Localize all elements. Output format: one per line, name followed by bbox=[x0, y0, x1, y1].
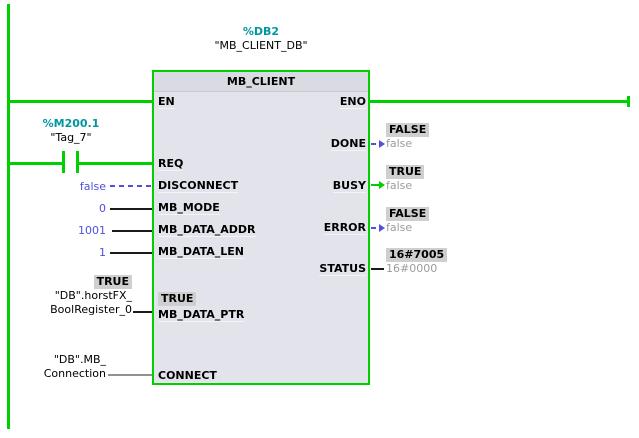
left-power-rail bbox=[7, 4, 10, 429]
wire-connect bbox=[108, 374, 152, 376]
pin-mb-data-len[interactable]: MB_DATA_LEN bbox=[158, 245, 245, 259]
call-header: %DB2 "MB_CLIENT_DB" bbox=[152, 25, 370, 53]
connect-operand: "DB".MB_ Connection bbox=[10, 353, 106, 381]
contact-left-bar[interactable] bbox=[62, 151, 65, 173]
busy-monitor-state: false bbox=[386, 179, 413, 192]
status-monitor-state: 16#0000 bbox=[386, 262, 438, 275]
pin-connect[interactable]: CONNECT bbox=[158, 369, 217, 383]
mb-data-len-value[interactable]: 1 bbox=[99, 246, 106, 259]
busy-monitor: TRUE false bbox=[386, 165, 425, 192]
wire-mb-data-addr bbox=[112, 230, 152, 232]
pin-busy[interactable]: BUSY bbox=[332, 179, 366, 193]
wire-status bbox=[371, 268, 384, 270]
wire-mb-data-len bbox=[110, 252, 152, 254]
contact-address[interactable]: %M200.1 bbox=[42, 117, 100, 130]
wire-error bbox=[371, 227, 381, 229]
db-address[interactable]: %DB2 bbox=[242, 25, 280, 38]
contact-tag[interactable]: "Tag_7" bbox=[50, 131, 92, 144]
contact-right-bar[interactable] bbox=[76, 151, 79, 173]
wire-en bbox=[8, 100, 152, 103]
pin-mb-mode[interactable]: MB_MODE bbox=[158, 201, 220, 215]
wire-busy bbox=[371, 184, 381, 186]
wire-mb-data-ptr bbox=[133, 311, 152, 313]
status-monitor: 16#7005 16#0000 bbox=[386, 248, 448, 275]
disconnect-value[interactable]: false bbox=[79, 180, 106, 193]
block-title[interactable]: MB_CLIENT bbox=[154, 72, 368, 92]
pin-mb-data-ptr[interactable]: MB_DATA_PTR bbox=[158, 308, 245, 322]
mb-client-block[interactable]: MB_CLIENT bbox=[152, 70, 370, 385]
connect-operand-line2[interactable]: Connection bbox=[43, 367, 106, 380]
done-monitor-state: false bbox=[386, 137, 413, 150]
status-monitor-value: 16#7005 bbox=[386, 248, 448, 262]
pin-status[interactable]: STATUS bbox=[319, 262, 366, 276]
wire-eno bbox=[370, 100, 628, 103]
pin-req[interactable]: REQ bbox=[158, 157, 184, 171]
wire-done bbox=[371, 143, 381, 145]
mb-mode-value[interactable]: 0 bbox=[99, 202, 106, 215]
mb-data-addr-value[interactable]: 1001 bbox=[78, 224, 106, 237]
mb-data-ptr-operand-line2[interactable]: BoolRegister_0 bbox=[50, 303, 132, 316]
pin-eno[interactable]: ENO bbox=[339, 95, 366, 109]
done-monitor: FALSE false bbox=[386, 123, 430, 150]
wire-req-left bbox=[8, 162, 63, 165]
mb-data-ptr-operand-line1[interactable]: "DB".horstFX_ bbox=[54, 289, 132, 302]
error-monitor: FALSE false bbox=[386, 207, 430, 234]
mb-data-ptr-operand: TRUE "DB".horstFX_ BoolRegister_0 bbox=[10, 275, 132, 317]
wire-mb-mode bbox=[110, 208, 152, 210]
wire-done-arrow bbox=[379, 140, 385, 148]
pin-disconnect[interactable]: DISCONNECT bbox=[158, 179, 239, 193]
contact-operand: %M200.1 "Tag_7" bbox=[10, 117, 132, 145]
connect-operand-line1[interactable]: "DB".MB_ bbox=[53, 353, 106, 366]
busy-monitor-value: TRUE bbox=[386, 165, 425, 179]
done-monitor-value: FALSE bbox=[386, 123, 430, 137]
pin-mb-data-ptr-monitor: TRUE bbox=[158, 292, 197, 306]
error-monitor-state: false bbox=[386, 221, 413, 234]
wire-req-right bbox=[79, 162, 152, 165]
wire-disconnect bbox=[110, 185, 152, 187]
pin-done[interactable]: DONE bbox=[330, 137, 366, 151]
pin-error[interactable]: ERROR bbox=[323, 221, 366, 235]
inline-monitor-badge: TRUE bbox=[158, 292, 197, 306]
wire-busy-arrow bbox=[379, 181, 385, 189]
wire-error-arrow bbox=[379, 224, 385, 232]
mb-data-ptr-operand-monitor: TRUE bbox=[10, 275, 132, 289]
pin-mb-data-addr[interactable]: MB_DATA_ADDR bbox=[158, 223, 256, 237]
pin-en[interactable]: EN bbox=[158, 95, 175, 109]
error-monitor-value: FALSE bbox=[386, 207, 430, 221]
db-name[interactable]: "MB_CLIENT_DB" bbox=[214, 39, 308, 52]
wire-eno-end-tick bbox=[627, 96, 630, 107]
